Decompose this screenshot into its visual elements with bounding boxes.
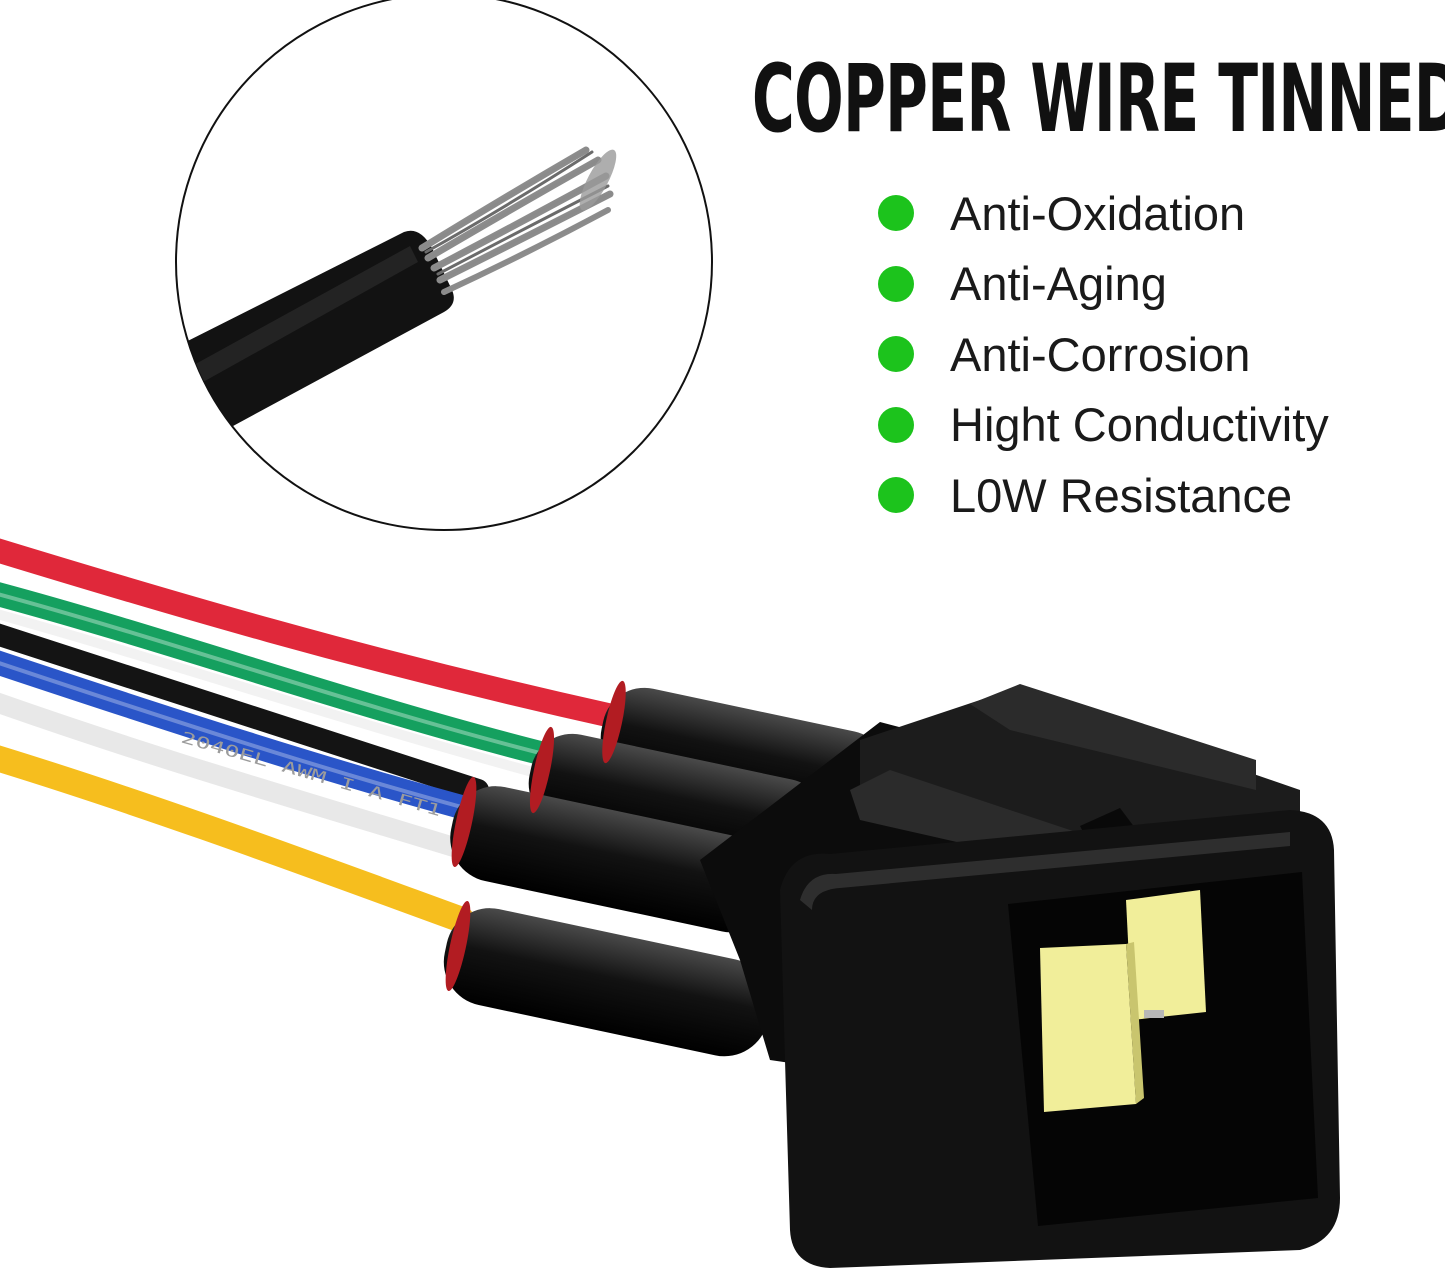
- green-dot-icon: [878, 406, 914, 443]
- headline: COPPER WIRE TINNED: [752, 45, 1445, 154]
- feature-item: Anti-Corrosion: [878, 319, 1329, 390]
- seal-3: [450, 786, 777, 933]
- feature-item: Hight Conductivity: [878, 390, 1329, 461]
- feature-item: Anti-Oxidation: [878, 178, 1329, 249]
- feature-label: Hight Conductivity: [950, 398, 1329, 452]
- feature-item: Anti-Aging: [878, 249, 1329, 320]
- feature-label: Anti-Oxidation: [950, 186, 1246, 240]
- feature-label: L0W Resistance: [950, 468, 1293, 522]
- stripped-wire-closeup-icon: [175, 0, 713, 531]
- wire-white: [0, 609, 545, 779]
- terminals: [1040, 890, 1206, 1112]
- wire-green: [0, 582, 564, 768]
- terminal-1: [1126, 890, 1206, 1020]
- feature-list: Anti-Oxidation Anti-Aging Anti-Corrosion…: [878, 178, 1329, 531]
- closeup-insulation: [176, 230, 454, 446]
- latch-ridge-1: [970, 684, 1256, 790]
- wire-blue: [0, 650, 492, 824]
- green-dot-icon: [878, 195, 914, 232]
- feature-item: L0W Resistance: [878, 460, 1329, 531]
- green-dot-icon: [878, 336, 914, 373]
- terminal-pin: [1144, 1010, 1164, 1018]
- wire-light: [0, 692, 480, 862]
- feature-label: Anti-Corrosion: [950, 327, 1251, 381]
- seal-4: [443, 908, 771, 1057]
- wire-yellow: [0, 745, 475, 933]
- wire-bundle: 2040EL AWM I A FT1 1: [0, 538, 624, 933]
- terminal-2: [1040, 944, 1136, 1112]
- wire-red: [0, 538, 624, 728]
- wire-black: [0, 623, 489, 801]
- feature-label: Anti-Aging: [950, 257, 1167, 311]
- green-dot-icon: [878, 265, 914, 302]
- green-dot-icon: [878, 477, 914, 514]
